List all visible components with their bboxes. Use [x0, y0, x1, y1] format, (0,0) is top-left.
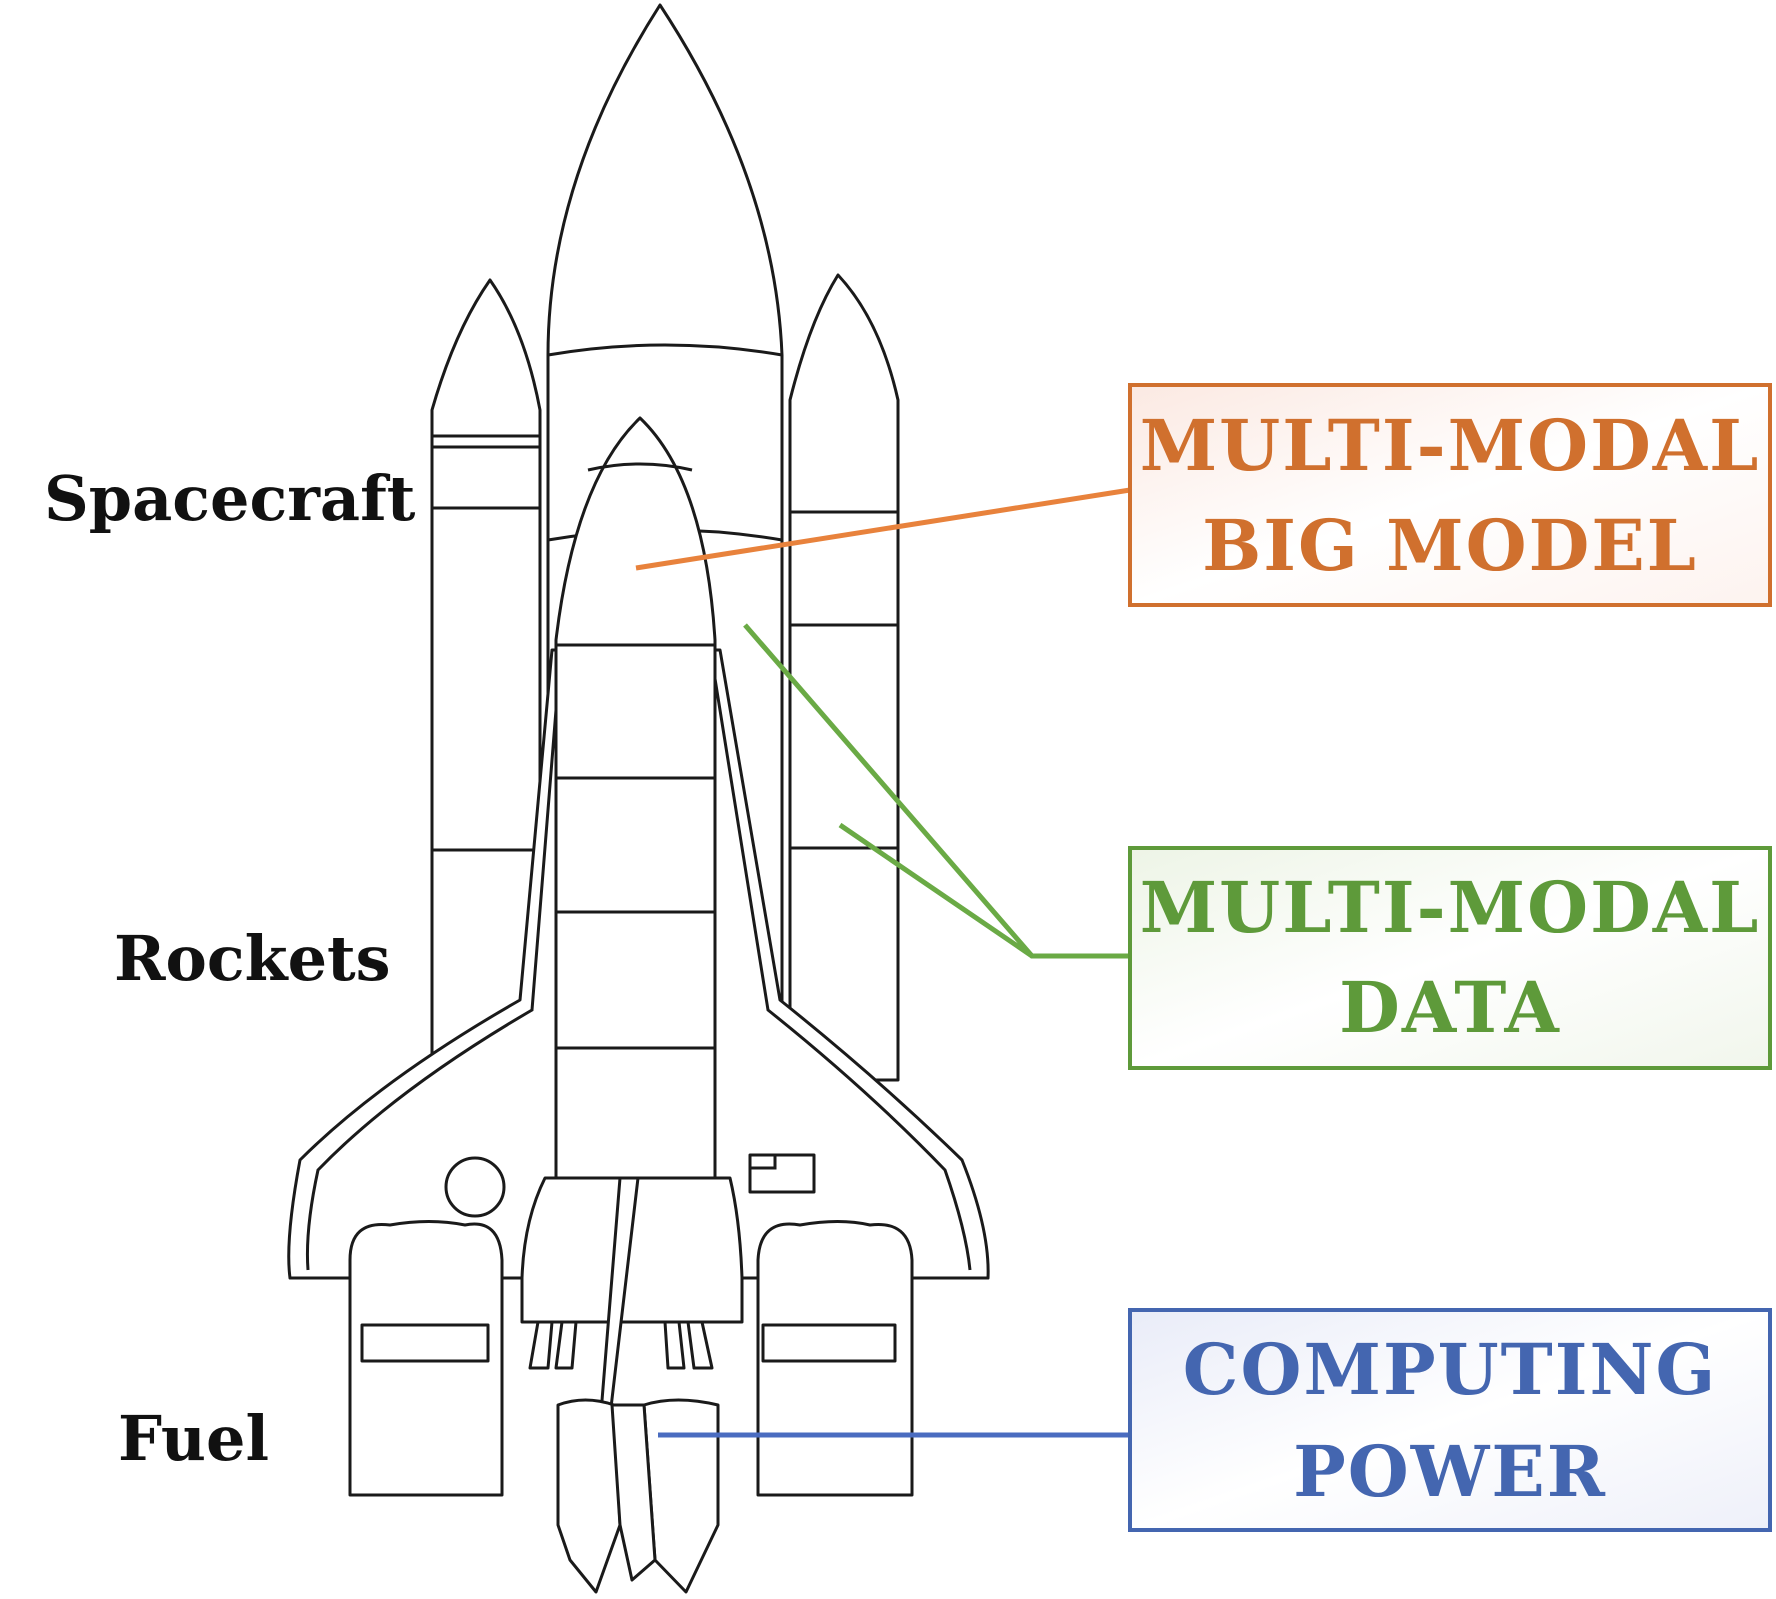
engine-housing	[520, 1176, 744, 1370]
box-data-line1: MULTI-MODAL	[1140, 866, 1761, 949]
box-computing-power: COMPUTING POWER	[1128, 1308, 1772, 1532]
orbiter	[287, 416, 990, 1280]
box-power-line2: POWER	[1293, 1430, 1607, 1513]
box-model-line2: BIG MODEL	[1202, 504, 1698, 587]
connectors	[635, 487, 1131, 1438]
connector-model	[635, 487, 1131, 571]
rockets-label: Rockets	[114, 922, 391, 995]
engine-nozzles	[556, 1398, 720, 1594]
left-booster	[430, 278, 542, 1082]
right-fuel-pod	[756, 1220, 914, 1497]
left-fuel-pod	[348, 1220, 504, 1497]
box-model-line1: MULTI-MODAL	[1140, 404, 1761, 487]
spacecraft-label: Spacecraft	[44, 462, 416, 535]
shuttle-illustration	[287, 3, 990, 1594]
box-multi-modal-data: MULTI-MODAL DATA	[1128, 846, 1772, 1070]
connector-data-branch	[838, 822, 1034, 959]
box-power-line1: COMPUTING	[1183, 1328, 1717, 1411]
box-multi-modal-big-model: MULTI-MODAL BIG MODEL	[1128, 383, 1772, 607]
right-booster	[788, 273, 900, 1082]
box-data-line2: DATA	[1339, 966, 1561, 1049]
fuel-label: Fuel	[118, 1402, 269, 1475]
